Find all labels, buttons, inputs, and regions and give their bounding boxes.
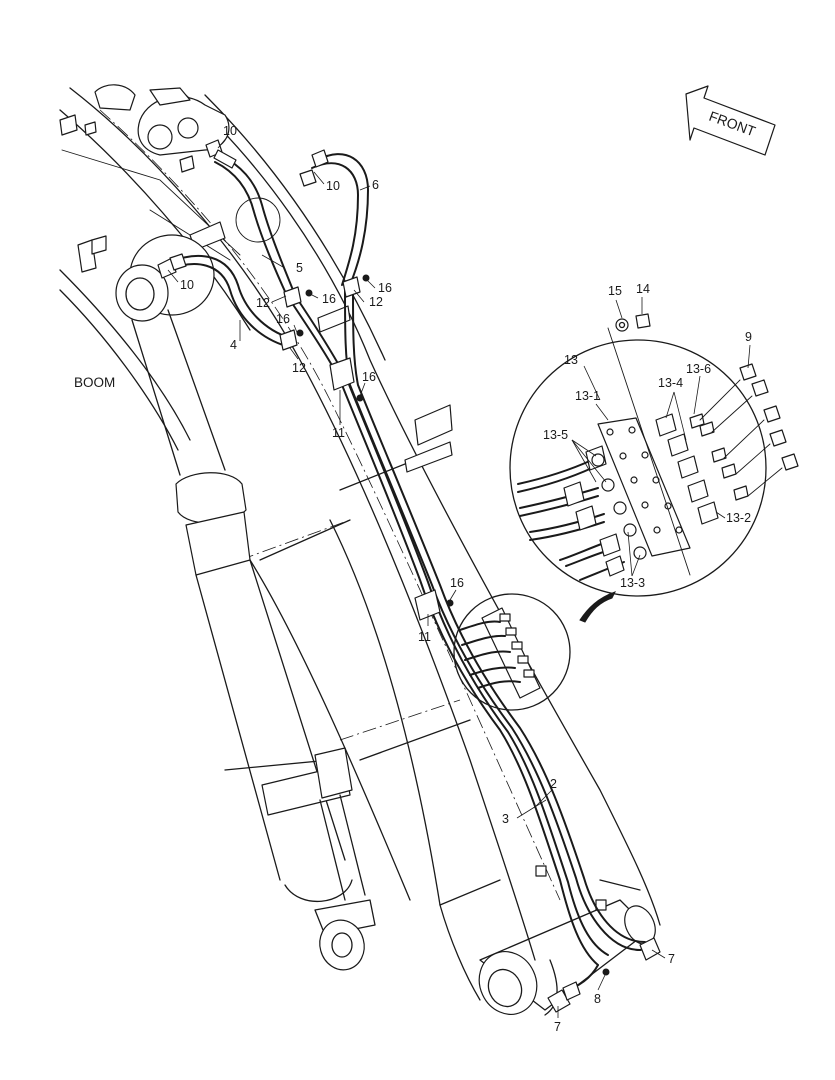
callout-10: 10 bbox=[180, 278, 194, 292]
boom-cylinder bbox=[115, 234, 376, 971]
callout-13-6: 13-6 bbox=[686, 362, 711, 376]
callout-15: 15 bbox=[608, 284, 622, 298]
callout-16: 16 bbox=[322, 292, 336, 306]
callout-5: 5 bbox=[296, 261, 303, 275]
callout-11: 11 bbox=[418, 630, 431, 644]
callout-6: 6 bbox=[372, 178, 379, 192]
callout-9: 9 bbox=[745, 330, 752, 344]
callout-14: 14 bbox=[636, 282, 650, 296]
callout-13-3: 13-3 bbox=[620, 576, 645, 590]
callout-4: 4 bbox=[230, 338, 237, 352]
enlarged-detail bbox=[509, 313, 799, 597]
callout-10: 10 bbox=[223, 124, 237, 138]
callout-12: 12 bbox=[369, 295, 383, 309]
leader-lines bbox=[167, 135, 751, 1018]
boom-label: BOOM bbox=[74, 375, 115, 390]
callout-13-1: 13-1 bbox=[575, 389, 600, 403]
callout-labels: BOOM 10 10 10 6 5 12 12 12 16 16 16 16 1… bbox=[74, 124, 752, 1034]
callout-7: 7 bbox=[554, 1020, 561, 1034]
callout-12: 12 bbox=[256, 296, 270, 310]
callout-13-5: 13-5 bbox=[543, 428, 568, 442]
callout-13-4: 13-4 bbox=[658, 376, 683, 390]
callout-16: 16 bbox=[276, 312, 290, 326]
callout-16: 16 bbox=[378, 281, 392, 295]
callout-2: 2 bbox=[550, 777, 557, 791]
callout-8: 8 bbox=[594, 992, 601, 1006]
callout-16: 16 bbox=[362, 370, 376, 384]
callout-7: 7 bbox=[668, 952, 675, 966]
boom-structure bbox=[59, 84, 661, 1016]
callout-3: 3 bbox=[502, 812, 509, 826]
callout-16: 16 bbox=[450, 576, 464, 590]
hydraulic-lines bbox=[167, 153, 653, 993]
callout-13-2: 13-2 bbox=[726, 511, 751, 525]
callout-12: 12 bbox=[292, 361, 306, 375]
callout-13: 13 bbox=[564, 353, 578, 367]
callout-11: 11 bbox=[332, 426, 345, 440]
callout-10: 10 bbox=[326, 179, 340, 193]
front-direction-arrow: FRONT bbox=[685, 85, 776, 156]
fittings bbox=[157, 139, 661, 1013]
detail-source-circle bbox=[453, 591, 617, 711]
